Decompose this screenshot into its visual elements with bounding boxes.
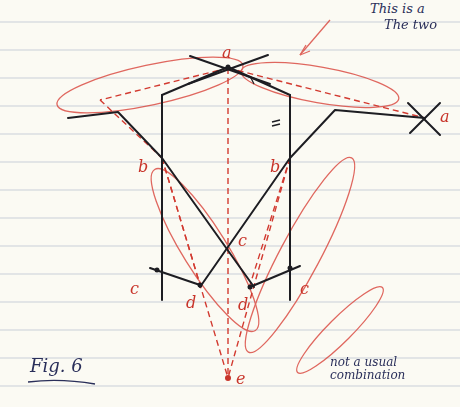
point-label: c [300, 280, 309, 298]
note: not a usual combination [330, 356, 440, 382]
point-label: d [238, 296, 248, 314]
point-label: c [130, 280, 139, 298]
point-label: c [238, 232, 247, 250]
figure-outline [68, 55, 440, 300]
point-label: b [270, 158, 280, 176]
red-scribbles [53, 20, 402, 381]
construction-lines [100, 68, 425, 378]
point-label: a [222, 44, 232, 62]
point-label: b [138, 158, 148, 176]
point-label: a [440, 108, 450, 126]
point-label: d [186, 294, 196, 312]
points [155, 65, 293, 382]
figure-number: Fig. 6 [30, 356, 83, 376]
margin-note: The two [384, 18, 437, 32]
tick-marks [250, 76, 280, 126]
point-label: e [236, 370, 245, 388]
fig-underline [28, 380, 95, 384]
ruled-lines [0, 22, 460, 386]
margin-note: This is a [370, 2, 425, 16]
